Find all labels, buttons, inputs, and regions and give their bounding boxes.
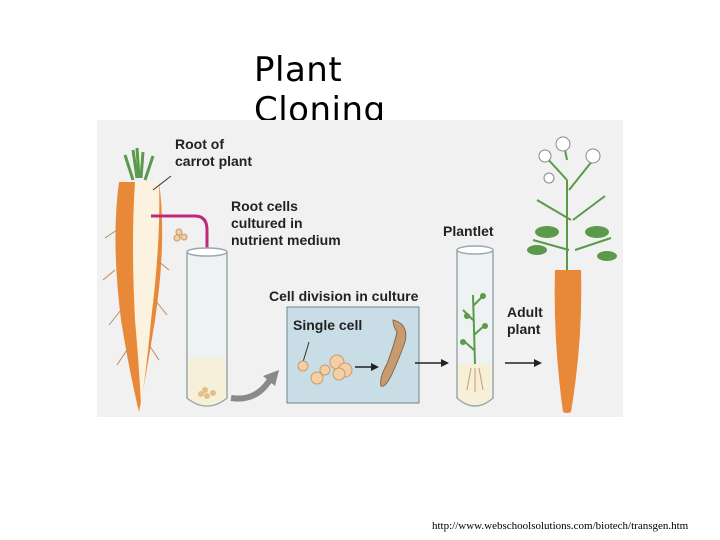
root-pointer-line	[152, 175, 172, 191]
label-adult-line2: plant	[507, 321, 541, 337]
dividing-cells	[297, 354, 353, 385]
root-cells-fragment	[173, 228, 188, 242]
callus-tissue	[380, 319, 407, 387]
slide-title-line1: Plant	[254, 50, 343, 90]
plantlet-tube	[456, 245, 494, 407]
label-root-of-line2: carrot plant	[175, 153, 252, 169]
label-root-cells-line2: cultured in	[231, 215, 303, 231]
label-cell-division: Cell division in culture	[269, 288, 419, 304]
tube-to-culture-arrowhead	[263, 370, 279, 386]
single-cell-pointer	[302, 341, 310, 363]
adult-carrot-illustration	[527, 136, 617, 413]
label-single-cell: Single cell	[293, 317, 362, 333]
label-plantlet: Plantlet	[443, 223, 494, 239]
label-root-cells-line1: Root cells	[231, 198, 298, 214]
label-root-cells-line3: nutrient medium	[231, 232, 341, 248]
carrot-root-illustration	[102, 147, 170, 412]
plant-cloning-diagram: Root of carrot plant Root cells cultured…	[97, 120, 623, 417]
slide-title: Plant Cloning	[254, 50, 386, 130]
label-root-of-line1: Root of	[175, 136, 224, 152]
source-url[interactable]: http://www.webschoolsolutions.com/biotec…	[432, 520, 689, 532]
label-adult-line1: Adult	[507, 304, 543, 320]
culture-tube	[186, 247, 228, 407]
tube-to-culture-arrow	[230, 376, 274, 402]
